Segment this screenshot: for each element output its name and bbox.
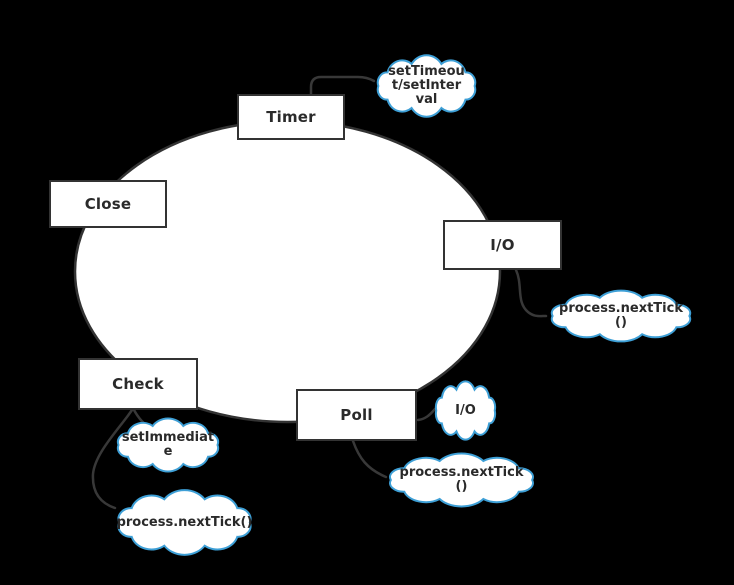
cloud-shape bbox=[545, 292, 697, 340]
cloud-settimeout-setinterval: setTimeou t/setInter val bbox=[373, 57, 480, 115]
cloud-shape bbox=[113, 420, 223, 470]
cloud-nexttick-poll-label: process.nextTick () bbox=[399, 465, 524, 494]
connector-poll-io bbox=[416, 407, 437, 422]
node-check-label: Check bbox=[112, 375, 164, 393]
connector-poll-nexttick bbox=[351, 439, 388, 479]
connector-timer-settimeout bbox=[309, 75, 376, 96]
cloud-shape bbox=[383, 455, 540, 505]
connector-io-nexttick bbox=[514, 268, 548, 318]
node-poll: Poll bbox=[296, 389, 417, 441]
cloud-settimeout-label: setTimeou t/setInter val bbox=[388, 64, 465, 107]
node-check: Check bbox=[78, 358, 198, 410]
cloud-setimmediate-label: setImmediat e bbox=[121, 430, 215, 459]
cloud-shape bbox=[112, 492, 257, 553]
cloud-process-nexttick-io: process.nextTick () bbox=[545, 292, 697, 340]
node-close: Close bbox=[49, 180, 167, 228]
cloud-shape bbox=[373, 57, 480, 115]
connector-check-nexttick bbox=[91, 408, 134, 510]
cloud-io: I/O bbox=[433, 383, 498, 438]
node-timer-label: Timer bbox=[266, 108, 316, 126]
cloud-io-label: I/O bbox=[455, 402, 476, 418]
cloud-nexttick-check-label: process.nextTick() bbox=[116, 514, 253, 530]
node-timer: Timer bbox=[237, 94, 345, 140]
node-io: I/O bbox=[443, 220, 562, 270]
node-poll-label: Poll bbox=[340, 406, 373, 424]
cloud-process-nexttick-poll: process.nextTick () bbox=[383, 455, 540, 505]
node-io-label: I/O bbox=[490, 236, 515, 254]
cloud-shape bbox=[433, 383, 498, 438]
cloud-nexttick-io-label: process.nextTick () bbox=[559, 301, 683, 330]
node-close-label: Close bbox=[84, 195, 132, 213]
cloud-process-nexttick-check: process.nextTick() bbox=[112, 492, 257, 553]
cloud-setimmediate: setImmediat e bbox=[113, 420, 223, 470]
